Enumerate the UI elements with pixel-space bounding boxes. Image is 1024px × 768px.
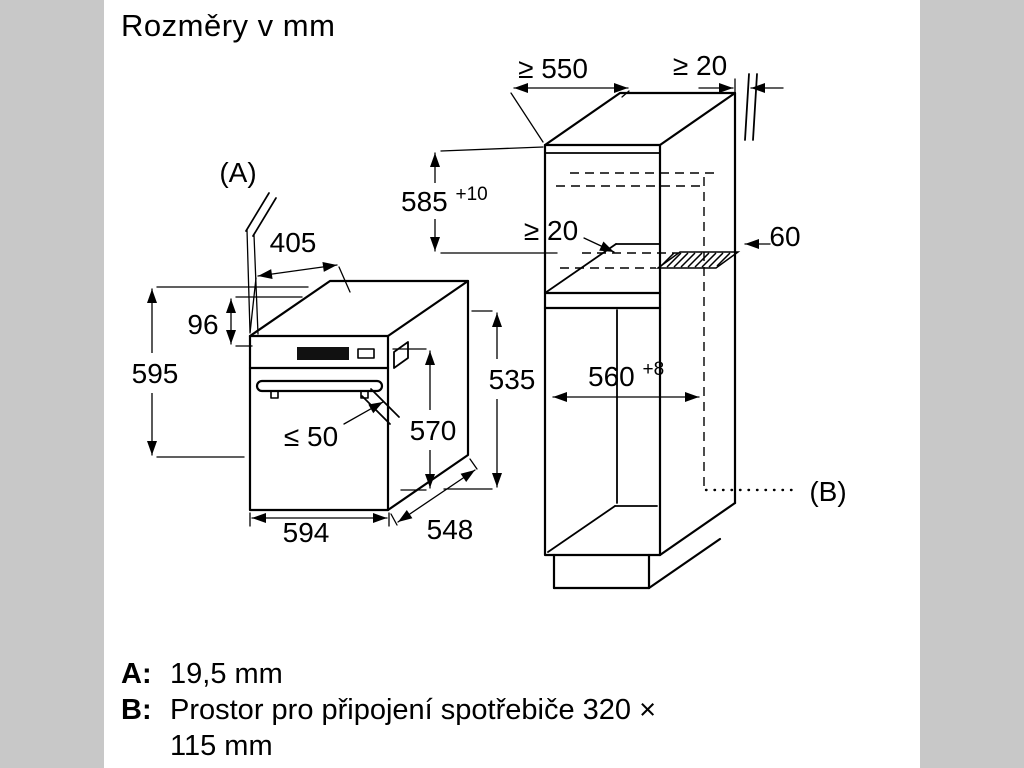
dim-60-label: 60 (769, 221, 800, 252)
dim-560-label: 560 +8 (588, 359, 664, 392)
cabinet-label-b: (B) (809, 476, 846, 507)
oven-control-button (357, 348, 375, 359)
legend-row-a: A: 19,5 mm (121, 656, 656, 692)
legend-b-key: B: (121, 694, 152, 726)
hidden-lines (556, 172, 714, 487)
legend-b-line2: 115 mm (170, 730, 273, 762)
dim-548-label: 548 (427, 514, 474, 545)
dim-handle-label: ≤ 50 (284, 421, 338, 452)
oven-side-face (386, 279, 470, 512)
dim-585-label: 585 +10 (401, 184, 488, 217)
legend-b-line1: Prostor pro připojení spotřebiče 320 × (170, 694, 657, 726)
floor-left-edge (547, 505, 616, 553)
dim-405-label: 405 (270, 227, 317, 258)
dim-wall-gap-label: ≥ 20 (673, 50, 727, 81)
oven-label-a: (A) (219, 157, 256, 188)
dim-595-label: 595 (132, 358, 179, 389)
cabinet-top-face (543, 91, 737, 147)
oven-dimensions (147, 192, 502, 527)
legend-a-key: A: (121, 658, 152, 690)
page-title: Rozměry v mm (121, 8, 336, 43)
cabinet-front-face (543, 143, 662, 557)
dim-535-label: 535 (489, 364, 536, 395)
cabinet-dimensions (430, 78, 784, 402)
dim-back-gap-label: ≥ 20 (524, 215, 578, 246)
dim-96-label: 96 (187, 309, 218, 340)
wall-line-1 (744, 73, 750, 141)
oven-side-vent (393, 341, 409, 369)
cabinet-drawing (543, 73, 758, 590)
dim-560-tolerance: +8 (643, 359, 665, 380)
legend-b-value: Prostor pro připojení spotřebiče 320 × 1… (170, 692, 656, 764)
wall-line-2 (752, 73, 758, 141)
oven-drawing (248, 279, 470, 512)
legend: A: 19,5 mm B: Prostor pro připojení spot… (121, 656, 656, 764)
dim-585-value: 585 (401, 186, 448, 217)
legend-row-b: B: Prostor pro připojení spotřebiče 320 … (121, 692, 656, 764)
oven-display (297, 347, 349, 360)
cabinet-bottom-side-edge (658, 501, 737, 557)
dim-560-value: 560 (588, 361, 635, 392)
oven-top-face (248, 279, 470, 338)
dim-585-tolerance: +10 (456, 184, 488, 205)
dim-550-label: ≥ 550 (518, 53, 588, 84)
oven-handle (255, 379, 384, 393)
vent-cutout (655, 251, 741, 269)
dim-594-label: 594 (283, 517, 330, 548)
dim-570-label: 570 (410, 415, 457, 446)
legend-a-value: 19,5 mm (170, 658, 283, 690)
plinth-side-edge (647, 537, 722, 590)
